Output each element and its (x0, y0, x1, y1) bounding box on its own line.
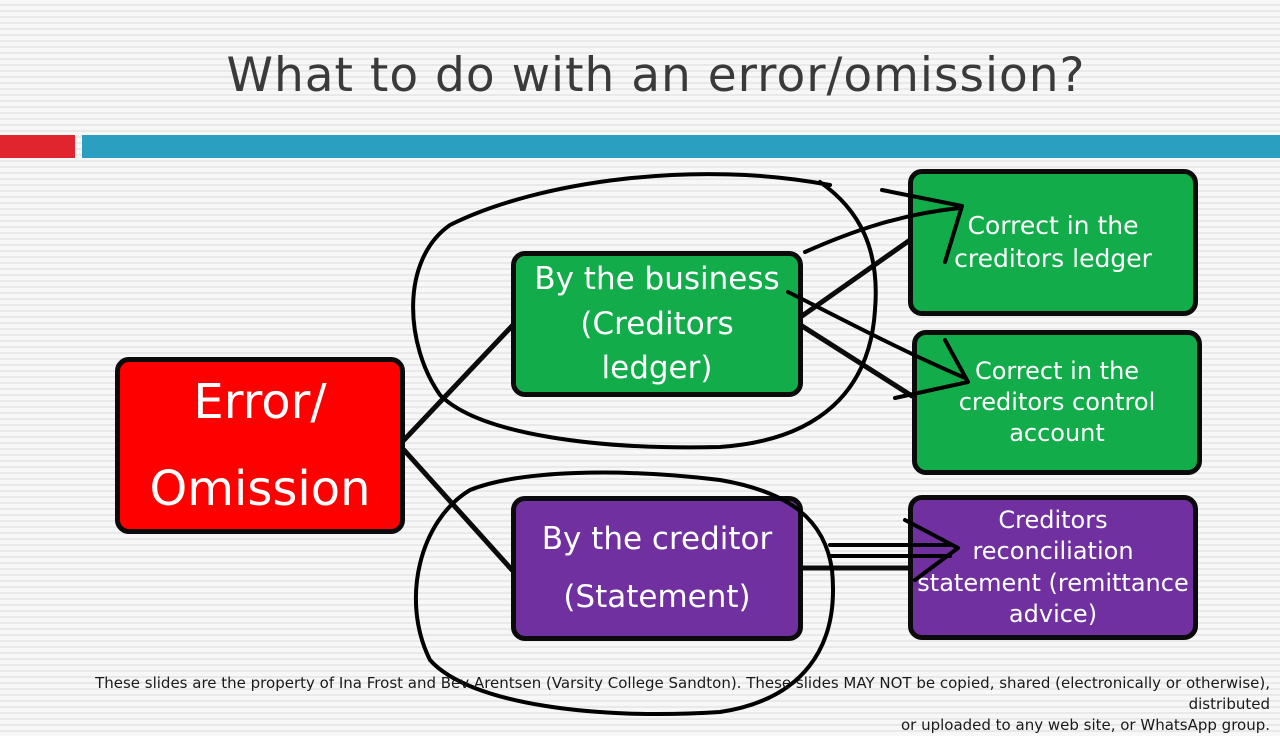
node-recon-line4: advice) (1008, 599, 1098, 628)
node-by-the-creditor: By the creditor (Statement) (511, 496, 803, 641)
connector-business-control (799, 323, 915, 399)
node-reconciliation-statement: Creditors reconciliation statement (remi… (908, 495, 1198, 640)
footer-line1: These slides are the property of Ina Fro… (95, 674, 1270, 713)
node-control-line1: Correct in the (974, 356, 1140, 385)
node-recon-line1: Creditors (998, 506, 1108, 535)
node-business-line1: By the business (534, 260, 780, 297)
slide-title: What to do with an error/omission? (226, 48, 1086, 103)
node-error-omission: Error/ Omission (115, 357, 405, 534)
node-correct-creditors-ledger: Correct in the creditors ledger (908, 169, 1198, 316)
connector-error-business (401, 323, 515, 443)
node-recon-line3: statement (remittance (917, 568, 1189, 597)
node-creditor-line1: By the creditor (541, 521, 773, 558)
node-business-line2: (Creditors (580, 305, 734, 342)
node-error-line1: Error/ (193, 374, 327, 431)
node-business-line3: ledger) (601, 350, 713, 387)
connector-error-creditor (401, 447, 515, 573)
accent-bar-red (0, 135, 75, 158)
copyright-footer: These slides are the property of Ina Fro… (10, 673, 1270, 736)
node-creditor-line2: (Statement) (563, 578, 751, 615)
node-error-line2: Omission (149, 460, 371, 517)
node-control-line2: creditors control (958, 387, 1156, 416)
node-control-line3: account (1009, 419, 1105, 448)
node-ledger-line2: creditors ledger (954, 243, 1152, 273)
footer-line2: or uploaded to any web site, or WhatsApp… (900, 716, 1270, 734)
node-by-the-business: By the business (Creditors ledger) (511, 251, 803, 397)
node-recon-line2: reconciliation (972, 537, 1134, 566)
node-correct-control-account: Correct in the creditors control account (912, 330, 1202, 475)
accent-bar-teal (82, 135, 1280, 158)
node-ledger-line1: Correct in the (967, 211, 1139, 240)
connector-business-ledger (799, 237, 913, 319)
